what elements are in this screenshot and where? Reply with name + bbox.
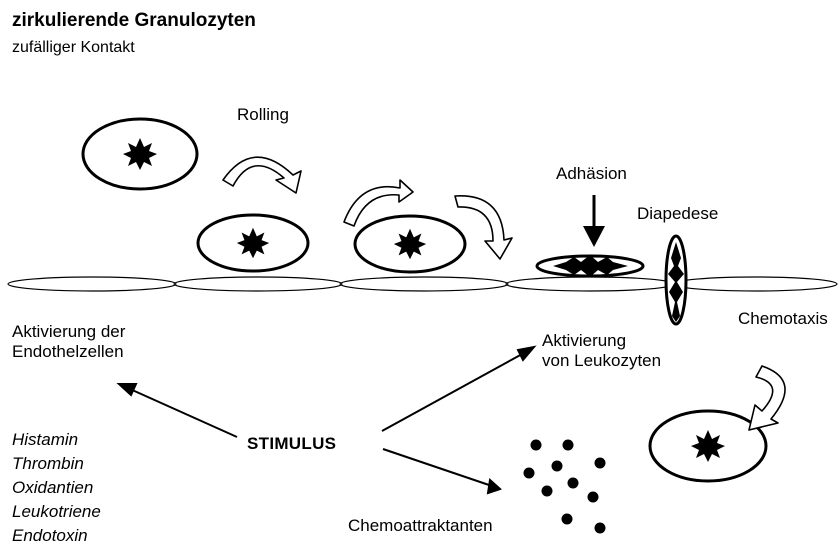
chemoattractant-dot xyxy=(595,523,606,534)
chemoattractant-dot xyxy=(531,440,542,451)
granulocyte-rolling-2 xyxy=(355,216,465,272)
arrow-to-endothelium xyxy=(130,389,237,437)
chemoattractant-dot xyxy=(568,478,579,489)
label-diapedesis: Diapedese xyxy=(637,204,718,224)
rolling-arrows xyxy=(223,157,785,430)
stimulus-item: Thrombin xyxy=(12,452,101,476)
stimulus-item: Endotoxin xyxy=(12,524,101,548)
stimulus-item: Leukotriene xyxy=(12,500,101,524)
label-adhesion: Adhäsion xyxy=(556,164,627,184)
granulocyte-rolling-1 xyxy=(198,215,308,271)
label-stimulus: STIMULUS xyxy=(247,434,336,454)
curved-arrow-icon xyxy=(223,157,301,193)
chemoattractant-dot xyxy=(563,440,574,451)
chemoattractant-dot xyxy=(562,514,573,525)
endothelial-cell xyxy=(506,277,674,291)
chemoattractant-dot xyxy=(542,486,553,497)
label-endothelial-activation: Aktivierung der Endothelzellen xyxy=(12,322,125,363)
curved-arrow-icon xyxy=(749,366,785,430)
label-leukocyte-activation: Aktivierung von Leukozyten xyxy=(542,331,661,372)
chemoattractant-dot xyxy=(524,468,535,479)
label-chemoattractants: Chemoattraktanten xyxy=(348,516,493,536)
chemoattractant-dots xyxy=(524,440,606,534)
granulocyte-circulating xyxy=(83,119,197,189)
arrow-to-chemoattractants xyxy=(383,449,489,485)
stimuli-list: Histamin Thrombin Oxidantien Leukotriene… xyxy=(12,428,101,548)
stimulus-arrows xyxy=(119,347,534,493)
arrow-to-leukocytes xyxy=(382,353,524,431)
endothelium-layer xyxy=(8,277,837,291)
granulocyte-migrated xyxy=(650,411,766,481)
chemoattractant-dot xyxy=(588,492,599,503)
chemoattractant-dot xyxy=(595,458,606,469)
endothelial-cell xyxy=(340,277,508,291)
endothelial-cell xyxy=(673,277,837,291)
granulocyte-diapedesis xyxy=(666,236,686,324)
label-rolling: Rolling xyxy=(237,105,289,125)
label-chemotaxis: Chemotaxis xyxy=(738,309,828,329)
stimulus-item: Oxidantien xyxy=(12,476,101,500)
granulocyte-adherent xyxy=(537,255,643,277)
chemoattractant-dot xyxy=(552,461,563,472)
adhesion-arrow xyxy=(583,195,605,247)
endothelial-cell xyxy=(174,277,342,291)
stimulus-item: Histamin xyxy=(12,428,101,452)
endothelial-cell xyxy=(8,277,176,291)
